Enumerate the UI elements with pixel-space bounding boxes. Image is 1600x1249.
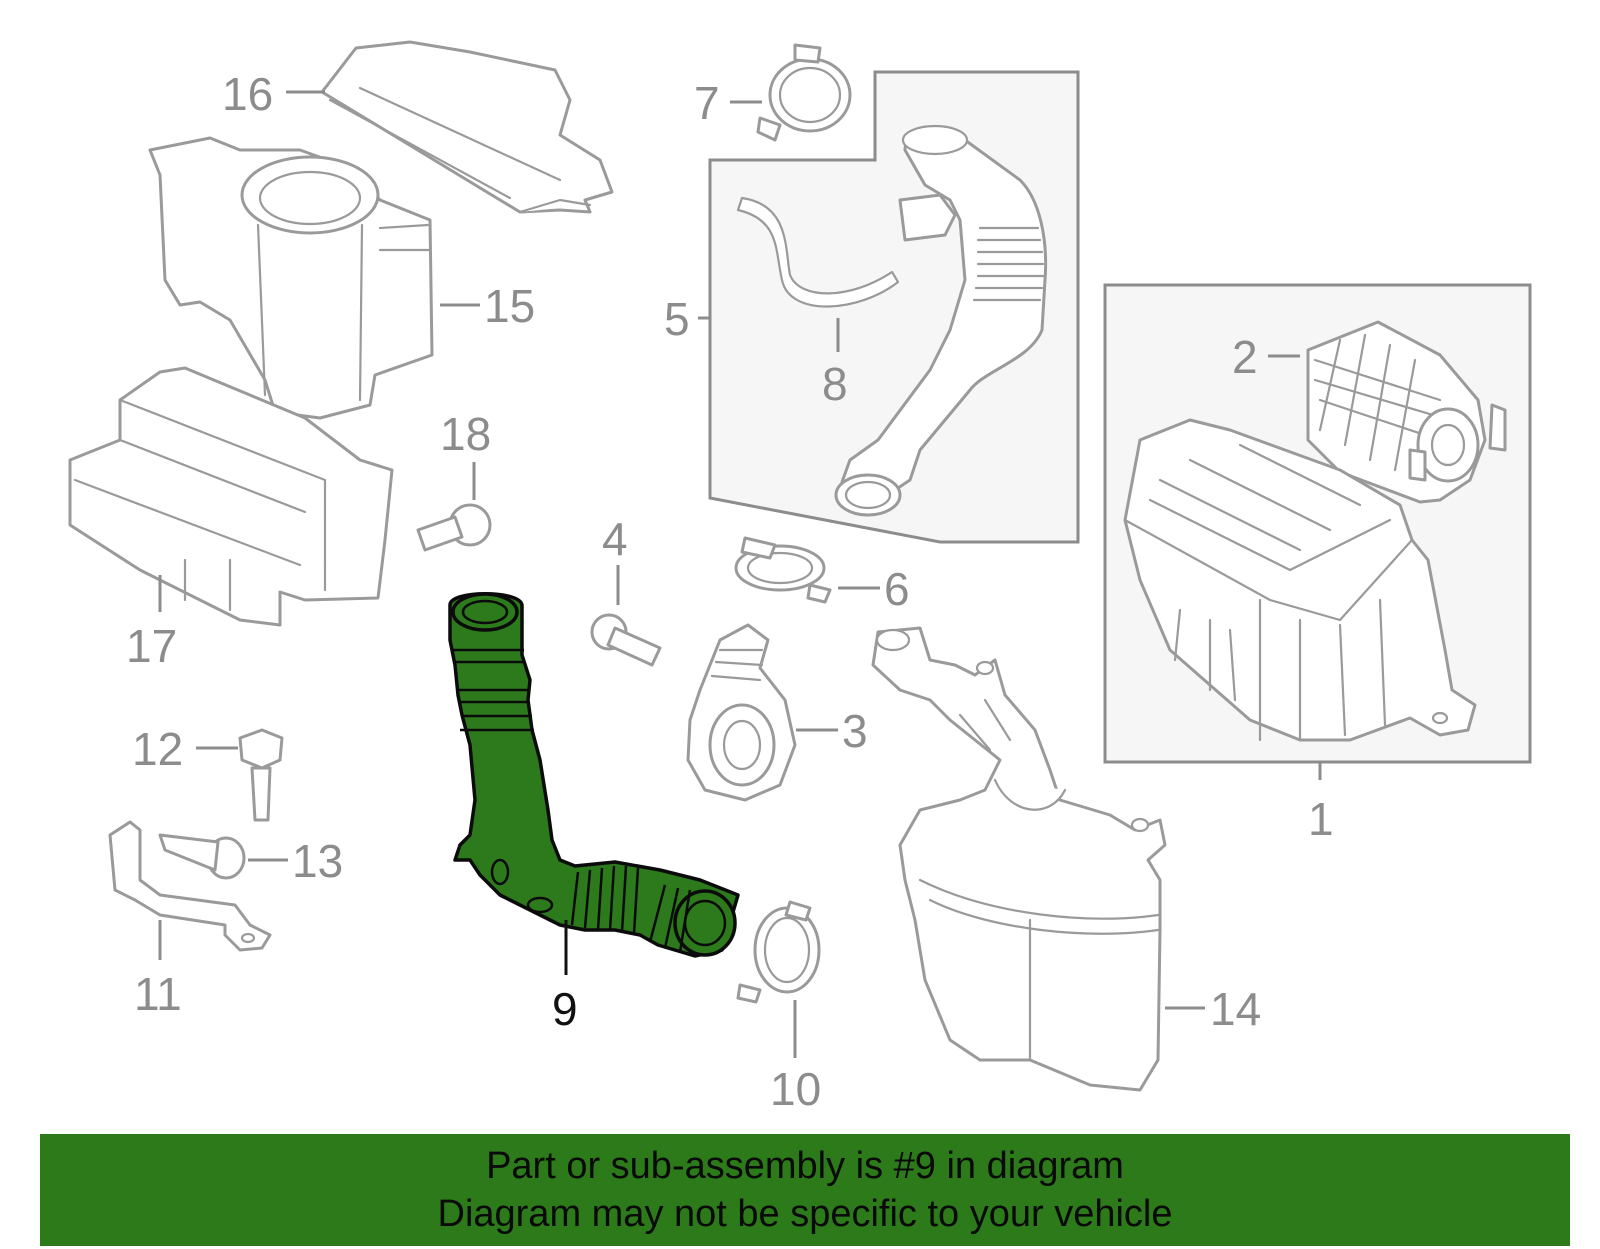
- part-1-airbox: [1123, 418, 1477, 742]
- part-14-resonator: [871, 626, 1167, 1092]
- banner-line-1: Part or sub-assembly is #9 in diagram: [486, 1145, 1124, 1187]
- banner-line-2: Diagram may not be specific to your vehi…: [437, 1193, 1173, 1235]
- parts-diagram: 1 2 3 4 5 6 7 8 9 10 11 12 13 14 15 16 1…: [68, 40, 1532, 1115]
- part-7-clamp: [756, 43, 852, 142]
- callout-6: 6: [884, 563, 910, 615]
- callout-2: 2: [1232, 331, 1258, 383]
- part-6-clamp: [734, 536, 832, 604]
- callout-4: 4: [602, 513, 628, 565]
- part-11-bracket: [108, 820, 272, 952]
- callout-18: 18: [440, 408, 491, 460]
- part-15-housing: [148, 136, 434, 420]
- callout-11: 11: [134, 968, 182, 1020]
- part-9-intake-pipe: [448, 592, 740, 958]
- callout-10: 10: [770, 1063, 821, 1115]
- callout-17: 17: [126, 620, 177, 672]
- leader-lines: [158, 90, 1322, 1058]
- callout-9: 9: [552, 983, 578, 1035]
- callout-5: 5: [664, 293, 690, 345]
- callout-1: 1: [1308, 793, 1334, 845]
- part-5-hose: [834, 124, 1048, 517]
- part-18-bolt: [416, 503, 492, 552]
- callout-7: 7: [694, 77, 720, 129]
- callout-12: 12: [132, 723, 183, 775]
- callout-numbers: 1 2 3 4 5 6 7 8 9 10 11 12 13 14 15 16 1…: [126, 68, 1334, 1115]
- part-8-strip: [736, 196, 900, 308]
- callout-8: 8: [822, 358, 848, 410]
- part-4-bolt: [590, 613, 662, 667]
- part-17-duct: [68, 366, 394, 627]
- part-10-clamp: [736, 900, 821, 1004]
- part-3-elbow: [686, 623, 797, 802]
- part-12-screw: [238, 728, 284, 822]
- info-banner: Part or sub-assembly is #9 in diagram Di…: [40, 1134, 1570, 1246]
- callout-3: 3: [842, 705, 868, 757]
- callout-16: 16: [222, 68, 273, 120]
- callout-14: 14: [1210, 983, 1261, 1035]
- callout-15: 15: [484, 280, 535, 332]
- part-2-filter: [1306, 320, 1507, 504]
- part-16-cover: [320, 40, 614, 214]
- callout-13: 13: [292, 835, 343, 887]
- part-13-bolt: [158, 833, 246, 880]
